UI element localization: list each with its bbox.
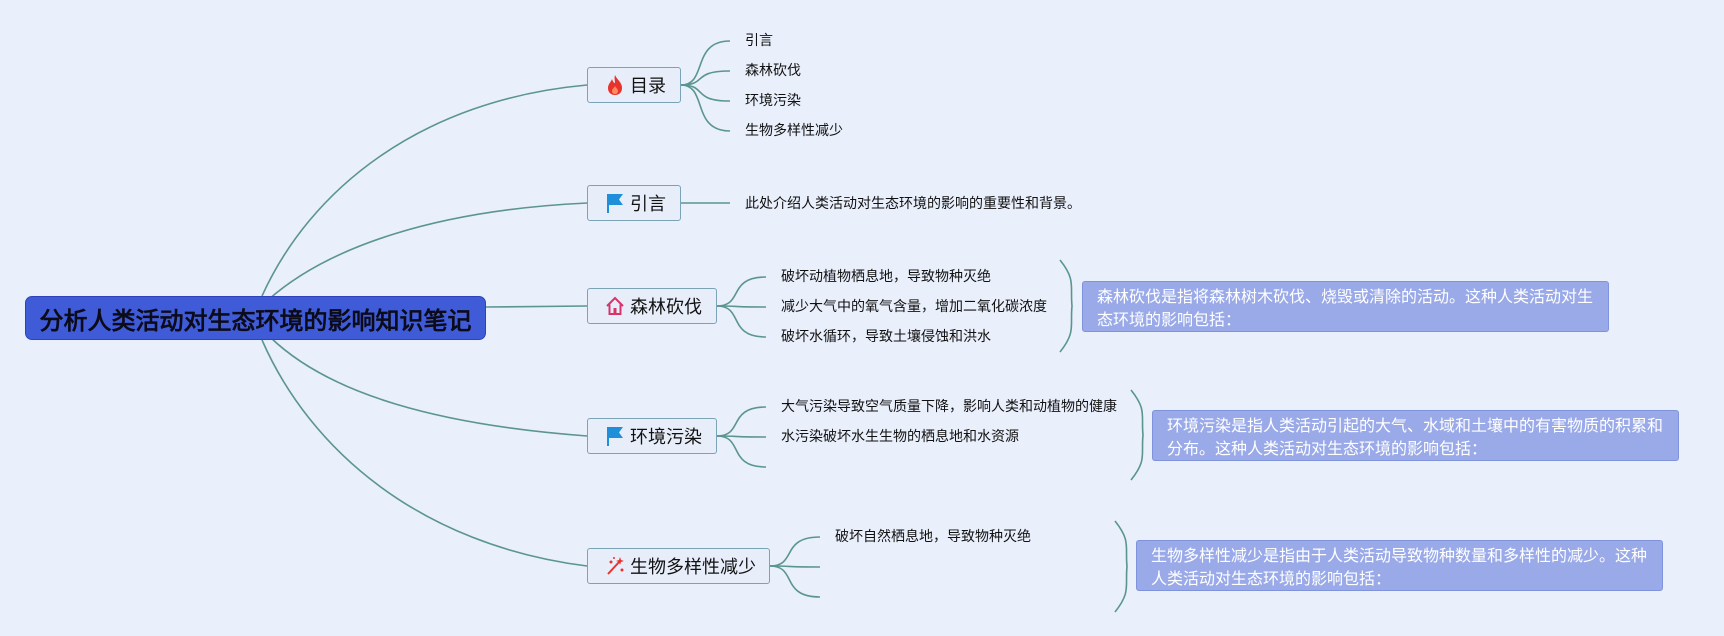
root-connector xyxy=(261,84,588,297)
list-item[interactable]: 破坏水循环，导致土壤侵蚀和洪水 xyxy=(781,329,991,345)
root-connector xyxy=(269,336,588,437)
root-title: 分析人类活动对生态环境的影响知识笔记 xyxy=(39,306,472,335)
topic-label: 森林砍伐 xyxy=(630,297,702,318)
topic-label: 目录 xyxy=(630,76,666,97)
note-text: 环境污染是指人类活动引起的大气、水域和土壤中的有害物质的积累和分布。这种人类活动… xyxy=(1167,416,1664,458)
list-item[interactable]: 水污染破坏水生生物的栖息地和水资源 xyxy=(781,429,1019,445)
branch-connector xyxy=(769,536,821,567)
summary-note[interactable]: 森林砍伐是指将森林树木砍伐、烧毁或清除的活动。这种人类活动对生态环境的影响包括： xyxy=(1082,281,1609,332)
topic-label: 环境污染 xyxy=(630,427,702,448)
root-topic[interactable]: 分析人类活动对生态环境的影响知识笔记 xyxy=(25,296,486,340)
list-item[interactable]: 破坏自然栖息地，导致物种灭绝 xyxy=(835,529,1031,545)
topic-label: 引言 xyxy=(630,194,666,215)
fire-icon xyxy=(604,74,626,96)
topic-biodiversity[interactable]: 生物多样性减少 xyxy=(587,548,770,584)
list-item[interactable]: 引言 xyxy=(745,33,773,49)
summary-note[interactable]: 环境污染是指人类活动引起的大气、水域和土壤中的有害物质的积累和分布。这种人类活动… xyxy=(1152,410,1679,461)
topic-deforestation[interactable]: 森林砍伐 xyxy=(587,288,717,324)
branch-connector xyxy=(769,565,821,598)
topic-toc[interactable]: 目录 xyxy=(587,67,681,103)
topic-intro[interactable]: 引言 xyxy=(587,185,681,221)
summary-brace xyxy=(1130,389,1144,481)
branch-connector xyxy=(680,84,731,102)
summary-brace xyxy=(1114,520,1128,613)
branch-connector xyxy=(680,40,731,86)
list-item[interactable]: 此处介绍人类活动对生态环境的影响的重要性和背景。 xyxy=(745,196,1081,212)
topic-pollution[interactable]: 环境污染 xyxy=(587,418,717,454)
sparkle-icon xyxy=(604,555,626,577)
branch-connector xyxy=(716,406,767,437)
branch-connector xyxy=(769,565,821,568)
flag-icon xyxy=(604,425,626,447)
list-item[interactable]: 森林砍伐 xyxy=(745,63,801,79)
summary-brace xyxy=(1059,259,1073,353)
list-item[interactable]: 生物多样性减少 xyxy=(745,123,843,139)
list-item[interactable]: 减少大气中的氧气含量，增加二氧化碳浓度 xyxy=(781,299,1047,315)
root-connector xyxy=(485,305,588,308)
flag-icon xyxy=(604,192,626,214)
branch-connector xyxy=(680,70,731,86)
branch-connector xyxy=(716,435,767,468)
list-item[interactable]: 破坏动植物栖息地，导致物种灭绝 xyxy=(781,269,991,285)
branch-connector xyxy=(716,305,767,308)
root-connector xyxy=(267,202,588,301)
branch-connector xyxy=(716,276,767,307)
branch-connector xyxy=(680,84,731,132)
note-text: 森林砍伐是指将森林树木砍伐、烧毁或清除的活动。这种人类活动对生态环境的影响包括： xyxy=(1097,287,1594,329)
topic-label: 生物多样性减少 xyxy=(630,557,756,578)
list-item[interactable]: 环境污染 xyxy=(745,93,801,109)
summary-note[interactable]: 生物多样性减少是指由于人类活动导致物种数量和多样性的减少。这种人类活动对生态环境… xyxy=(1136,540,1663,591)
branch-connector xyxy=(716,305,767,338)
list-item[interactable]: 大气污染导致空气质量下降，影响人类和动植物的健康 xyxy=(781,399,1117,415)
note-text: 生物多样性减少是指由于人类活动导致物种数量和多样性的减少。这种人类活动对生态环境… xyxy=(1151,546,1648,588)
branch-connector xyxy=(716,435,767,438)
home-icon xyxy=(604,295,626,317)
root-connector xyxy=(261,339,588,567)
